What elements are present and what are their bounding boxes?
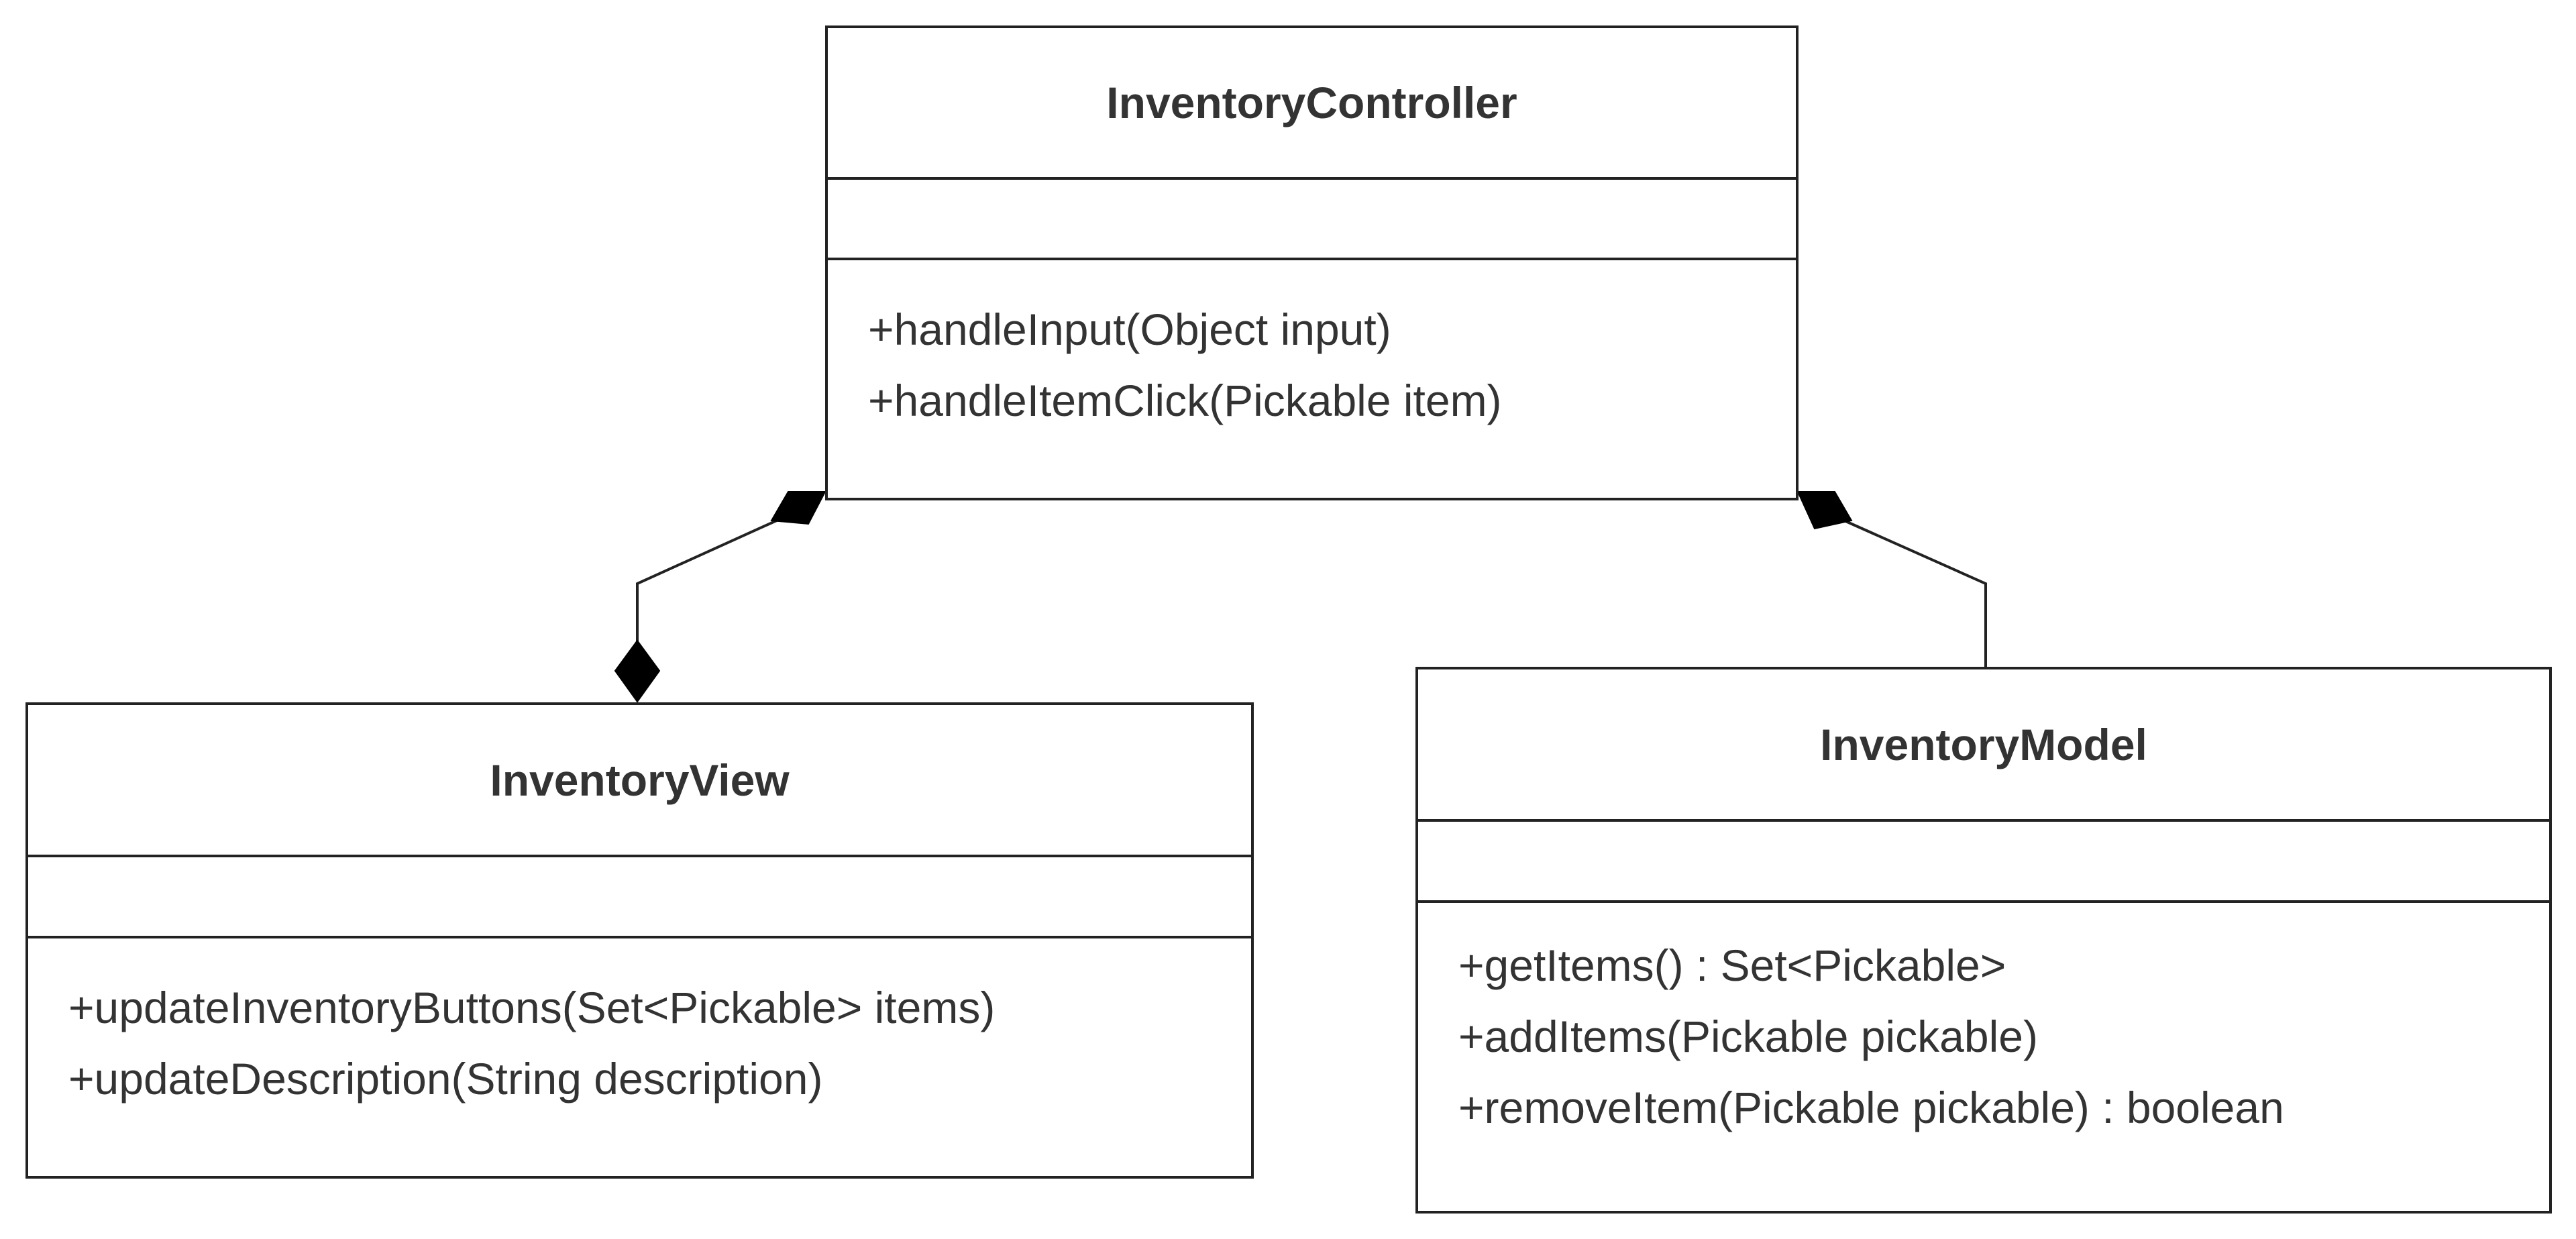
- operation-remove-item: +removeItem(Pickable pickable) : boolean: [1458, 1083, 2284, 1132]
- operation-update-description: +updateDescription(String description): [68, 1054, 823, 1103]
- operation-handle-input: +handleInput(Object input): [868, 305, 1391, 354]
- connector-line-controller-view: [636, 519, 779, 647]
- composition-diamond-view-end: [614, 639, 661, 703]
- class-name-inventory-controller: InventoryController: [828, 28, 1796, 180]
- operation-update-inventory-buttons: +updateInventoryButtons(Set<Pickable> it…: [68, 983, 996, 1032]
- composition-controller-model[interactable]: [1796, 491, 1987, 668]
- operations-compartment-inventory-model: +getItems() : Set<Pickable> +addItems(Pi…: [1418, 903, 2549, 1143]
- operation-get-items: +getItems() : Set<Pickable>: [1458, 940, 2006, 990]
- operations-compartment-inventory-view: +updateInventoryButtons(Set<Pickable> it…: [28, 938, 1251, 1114]
- class-inventory-model[interactable]: InventoryModel +getItems() : Set<Pickabl…: [1415, 667, 2552, 1214]
- operation-add-items: +addItems(Pickable pickable): [1458, 1012, 2038, 1061]
- operations-compartment-inventory-controller: +handleInput(Object input) +handleItemCl…: [828, 260, 1796, 436]
- composition-controller-view[interactable]: [614, 491, 826, 703]
- class-inventory-view[interactable]: InventoryView +updateInventoryButtons(Se…: [25, 702, 1254, 1179]
- class-inventory-controller[interactable]: InventoryController +handleInput(Object …: [825, 25, 1799, 500]
- class-name-inventory-view: InventoryView: [28, 705, 1251, 857]
- class-name-inventory-model: InventoryModel: [1418, 669, 2549, 822]
- attributes-compartment-inventory-model: [1418, 822, 2549, 903]
- connector-line-controller-model: [1837, 517, 1987, 668]
- composition-diamond-controller-end: [770, 491, 826, 525]
- operation-handle-item-click: +handleItemClick(Pickable item): [868, 376, 1502, 425]
- composition-diamond-controller-end: [1796, 491, 1853, 530]
- attributes-compartment-inventory-controller: [828, 180, 1796, 260]
- attributes-compartment-inventory-view: [28, 857, 1251, 938]
